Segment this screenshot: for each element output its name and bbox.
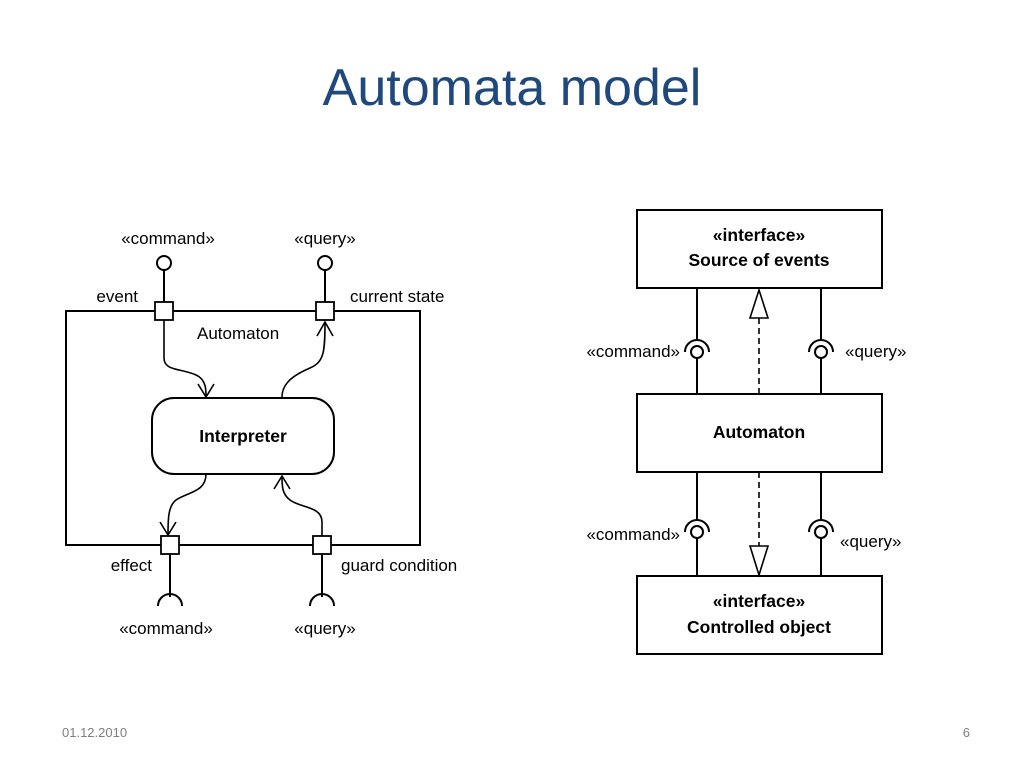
automaton-box-label: Automaton [713, 422, 805, 442]
command-interface-icon [156, 255, 172, 271]
bottom-query-label: «query» [294, 619, 355, 638]
effect-flow-arrow [167, 473, 207, 536]
state-flow-arrow [281, 321, 326, 398]
bottom-command-label: «command» [119, 619, 213, 638]
command-socket-icon [157, 593, 183, 607]
command-ball-icon [690, 345, 704, 359]
top-query-label: «query» [294, 229, 355, 248]
automaton-boundary [65, 310, 421, 546]
event-port [154, 301, 174, 321]
query-ball-icon [814, 525, 828, 539]
source-name-label: Source of events [688, 250, 829, 270]
upper-command-label: «command» [586, 342, 680, 361]
interpreter-box [151, 397, 335, 475]
query-interface-icon [317, 255, 333, 271]
automaton-label: Automaton [197, 324, 279, 343]
query-socket-icon [808, 519, 834, 533]
command-socket-icon [684, 339, 710, 353]
query-socket-icon [808, 339, 834, 353]
current-state-label: current state [350, 287, 445, 306]
query-ball-icon [814, 345, 828, 359]
slide-page-number: 6 [962, 725, 970, 740]
effect-label: effect [111, 556, 153, 575]
slide-date: 01.12.2010 [62, 725, 128, 740]
interpreter-label: Interpreter [199, 426, 287, 446]
command-ball-icon [690, 525, 704, 539]
controlled-name-label: Controlled object [687, 617, 831, 637]
guard-condition-label: guard condition [341, 556, 457, 575]
source-stereotype-label: «interface» [713, 225, 805, 245]
guard-condition-port [312, 535, 332, 555]
controlled-stereotype-label: «interface» [713, 591, 805, 611]
lower-query-label: «query» [840, 532, 901, 551]
slide-title: Automata model [322, 59, 702, 117]
right-diagram: «interface» Source of events «command» «… [586, 209, 906, 655]
guard-flow-arrow [281, 475, 323, 536]
lower-command-label: «command» [586, 525, 680, 544]
upper-query-label: «query» [845, 342, 906, 361]
source-of-events-box [636, 209, 883, 289]
command-socket-icon [684, 519, 710, 533]
event-flow-arrow [163, 320, 207, 397]
query-socket-icon [309, 593, 335, 607]
top-command-label: «command» [121, 229, 215, 248]
event-label: event [96, 287, 138, 306]
controlled-object-box [636, 575, 883, 655]
left-diagram: «command» «query» event current state Au… [65, 229, 457, 638]
effect-port [160, 535, 180, 555]
current-state-port [315, 301, 335, 321]
